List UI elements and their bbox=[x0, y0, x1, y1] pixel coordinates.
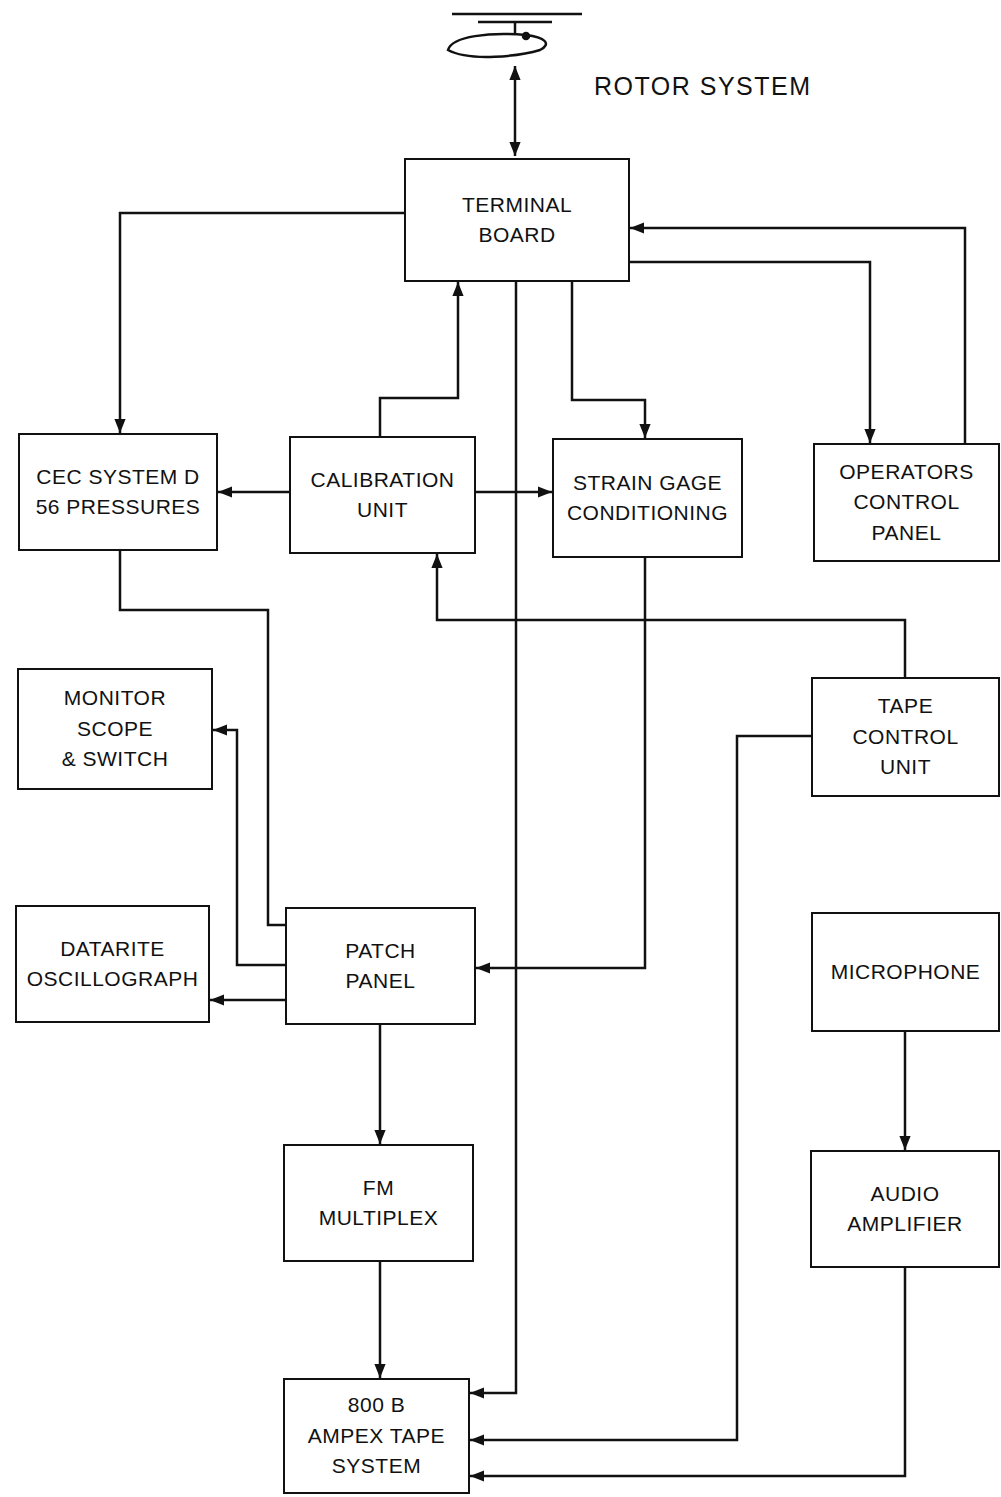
box-label: MONITOR SCOPE & SWITCH bbox=[62, 683, 169, 774]
signal-connector bbox=[210, 999, 285, 1002]
box-label: 800 B AMPEX TAPE SYSTEM bbox=[308, 1390, 445, 1481]
process-box: OPERATORS CONTROL PANEL bbox=[813, 443, 1000, 562]
signal-connector bbox=[476, 491, 552, 494]
process-box: FM MULTIPLEX bbox=[283, 1144, 474, 1262]
signal-connector bbox=[437, 554, 905, 677]
process-box: MONITOR SCOPE & SWITCH bbox=[17, 668, 213, 790]
box-label: CEC SYSTEM D 56 PRESSURES bbox=[36, 462, 201, 523]
process-box: 800 B AMPEX TAPE SYSTEM bbox=[283, 1378, 470, 1494]
process-box: STRAIN GAGE CONDITIONING bbox=[552, 438, 743, 558]
signal-connector bbox=[630, 262, 870, 443]
signal-connector bbox=[630, 228, 965, 443]
rotor-blade bbox=[448, 14, 582, 57]
process-box: PATCH PANEL bbox=[285, 907, 476, 1025]
box-label: TAPE CONTROL UNIT bbox=[852, 691, 958, 782]
process-box: TAPE CONTROL UNIT bbox=[811, 677, 1000, 797]
box-label: DATARITE OSCILLOGRAPH bbox=[27, 934, 199, 995]
signal-connector bbox=[120, 213, 404, 433]
process-box: DATARITE OSCILLOGRAPH bbox=[15, 905, 210, 1023]
signal-connector bbox=[470, 736, 811, 1440]
box-label: AUDIO AMPLIFIER bbox=[847, 1179, 962, 1240]
box-label: FM MULTIPLEX bbox=[319, 1173, 439, 1234]
box-label: PATCH PANEL bbox=[345, 936, 416, 997]
box-label: OPERATORS CONTROL PANEL bbox=[839, 457, 973, 548]
process-box: MICROPHONE bbox=[811, 912, 1000, 1032]
box-label: CALIBRATION UNIT bbox=[311, 465, 455, 526]
process-box: AUDIO AMPLIFIER bbox=[810, 1150, 1000, 1268]
signal-connector bbox=[380, 282, 458, 436]
box-label: TERMINAL BOARD bbox=[462, 190, 572, 251]
signal-connector bbox=[379, 1262, 382, 1378]
signal-connector bbox=[470, 282, 516, 1393]
system-label: ROTOR SYSTEM bbox=[592, 72, 814, 101]
process-box: CALIBRATION UNIT bbox=[289, 436, 476, 554]
signal-connector bbox=[218, 491, 289, 494]
signal-connector bbox=[213, 730, 285, 965]
rotor-link-arrow bbox=[514, 66, 517, 156]
process-box: TERMINAL BOARD bbox=[404, 158, 630, 282]
signal-connector bbox=[904, 1032, 907, 1150]
signal-connector bbox=[379, 1025, 382, 1144]
signal-connector bbox=[572, 282, 645, 438]
box-label: MICROPHONE bbox=[831, 957, 981, 987]
process-box: CEC SYSTEM D 56 PRESSURES bbox=[18, 433, 218, 551]
signal-connector bbox=[470, 1268, 905, 1476]
box-label: STRAIN GAGE CONDITIONING bbox=[567, 468, 728, 529]
